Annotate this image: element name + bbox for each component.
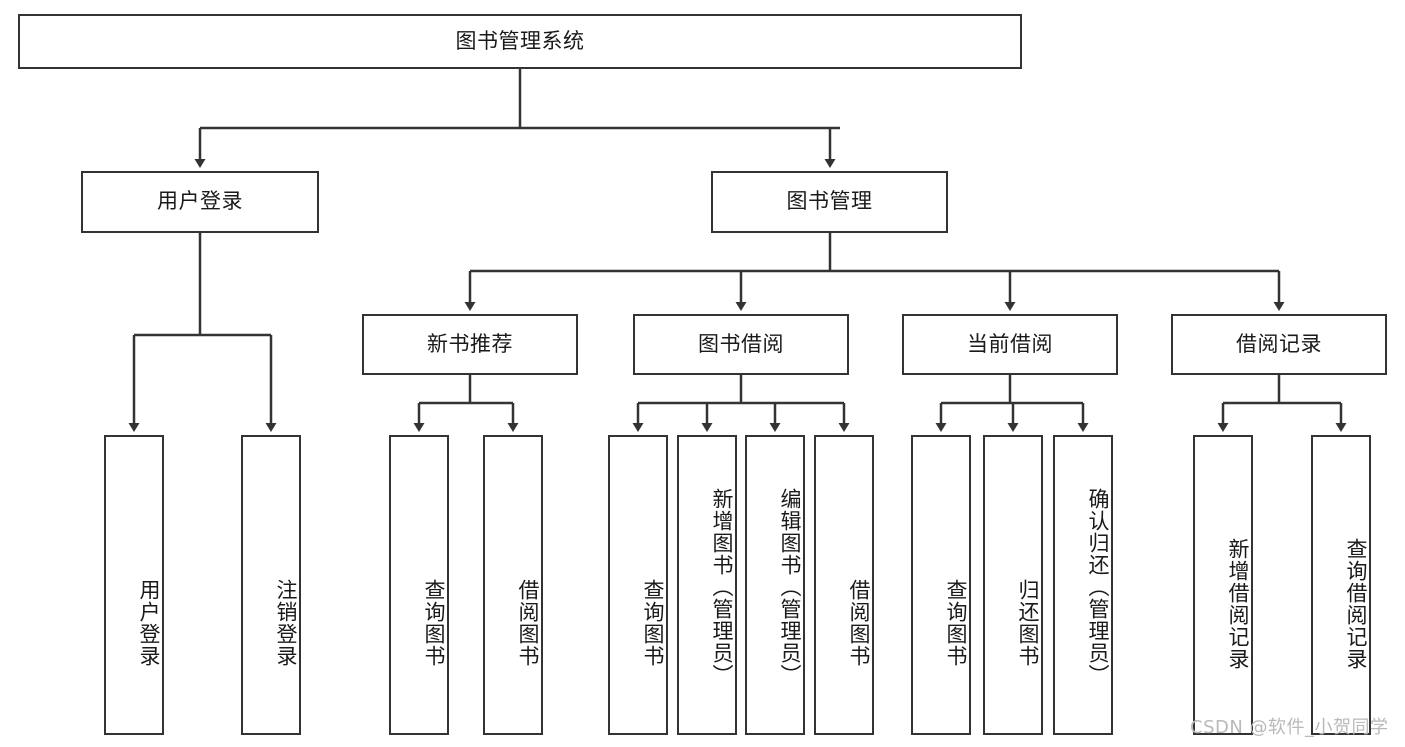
node-root[interactable]: 图书管理系统 — [18, 14, 1022, 69]
leaf-return-book[interactable]: 归还图书 — [983, 435, 1043, 735]
node-book-borrow[interactable]: 图书借阅 — [633, 314, 849, 375]
leaf-user-login[interactable]: 用户登录 — [104, 435, 164, 735]
leaf-add-book-admin[interactable]: 新增图书（管理员） — [677, 435, 737, 735]
node-book-manage[interactable]: 图书管理 — [711, 171, 948, 233]
node-borrow-record[interactable]: 借阅记录 — [1171, 314, 1387, 375]
leaf-add-borrow-record[interactable]: 新增借阅记录 — [1193, 435, 1253, 735]
node-user-login[interactable]: 用户登录 — [81, 171, 319, 233]
edge-root-to-level1 — [194, 69, 840, 168]
edge-userlogin-to-leaves — [128, 233, 277, 432]
leaf-borrow-book-borrow[interactable]: 借阅图书 — [814, 435, 874, 735]
node-new-book-recommend[interactable]: 新书推荐 — [362, 314, 578, 375]
leaf-query-book-borrow[interactable]: 查询图书 — [608, 435, 668, 735]
edge-currentborrow-to-leaves — [935, 375, 1089, 432]
edge-newbookrec-to-leaves — [413, 375, 519, 432]
leaf-query-borrow-record[interactable]: 查询借阅记录 — [1311, 435, 1371, 735]
leaf-borrow-book-recommend[interactable]: 借阅图书 — [483, 435, 543, 735]
leaf-query-book-current[interactable]: 查询图书 — [911, 435, 971, 735]
leaf-edit-book-admin[interactable]: 编辑图书（管理员） — [745, 435, 805, 735]
csdn-watermark: CSDN @软件_小贺同学 — [1190, 717, 1389, 738]
edge-bookmanage-to-level2 — [464, 233, 1285, 311]
edge-borrowrecord-to-leaves — [1217, 375, 1347, 432]
leaf-query-book-recommend[interactable]: 查询图书 — [389, 435, 449, 735]
leaf-confirm-return-admin[interactable]: 确认归还（管理员） — [1053, 435, 1113, 735]
edge-bookborrow-to-leaves — [632, 375, 850, 432]
leaf-user-logout[interactable]: 注销登录 — [241, 435, 301, 735]
node-current-borrow[interactable]: 当前借阅 — [902, 314, 1118, 375]
